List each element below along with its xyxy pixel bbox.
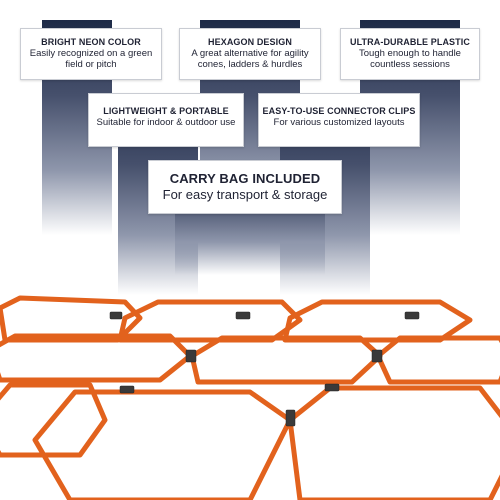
hexagon-ring <box>32 389 293 500</box>
connector-clip <box>185 349 197 363</box>
hexagon-ring <box>375 335 500 385</box>
feature-desc: For easy transport & storage <box>162 187 328 202</box>
feature-card-connector: EASY-TO-USE CONNECTOR CLIPS For various … <box>258 93 420 147</box>
feature-title: ULTRA-DURABLE PLASTIC <box>350 37 470 47</box>
feature-card-lightweight: LIGHTWEIGHT & PORTABLE Suitable for indo… <box>88 93 244 147</box>
connector-clip <box>119 385 135 394</box>
hexagon-ring <box>117 299 303 343</box>
feature-desc: For various customized layouts <box>273 117 405 128</box>
feature-title: CARRY BAG INCLUDED <box>169 171 321 186</box>
hexagon-ring <box>282 299 473 343</box>
feature-desc: Tough enough to handle countless session… <box>359 48 461 70</box>
connector-clip <box>404 311 420 320</box>
hexagon-ring <box>0 382 108 458</box>
feature-title: BRIGHT NEON COLOR <box>41 37 141 47</box>
feature-title: HEXAGON DESIGN <box>208 37 292 47</box>
feature-desc: Suitable for indoor & outdoor use <box>96 117 236 128</box>
feature-desc: Easily recognized on a green field or pi… <box>29 48 153 70</box>
connector-clip <box>324 383 340 392</box>
feature-card-carry-bag: CARRY BAG INCLUDED For easy transport & … <box>148 160 342 214</box>
hexagon-ring <box>189 335 383 385</box>
feature-card-bright-neon: BRIGHT NEON COLOR Easily recognized on a… <box>20 28 162 80</box>
feature-title: LIGHTWEIGHT & PORTABLE <box>103 106 229 116</box>
feature-desc: A great alternative for agility cones, l… <box>191 48 309 70</box>
connector-clip <box>109 311 123 320</box>
feature-card-hexagon: HEXAGON DESIGN A great alternative for a… <box>179 28 321 80</box>
connector-clip <box>371 349 383 363</box>
connector-clip <box>285 409 296 427</box>
hexagon-ring <box>287 385 500 500</box>
feature-title: EASY-TO-USE CONNECTOR CLIPS <box>262 106 416 116</box>
hexagon-ring <box>0 333 193 383</box>
connector-clip <box>235 311 251 320</box>
feature-card-durable: ULTRA-DURABLE PLASTIC Tough enough to ha… <box>340 28 480 80</box>
